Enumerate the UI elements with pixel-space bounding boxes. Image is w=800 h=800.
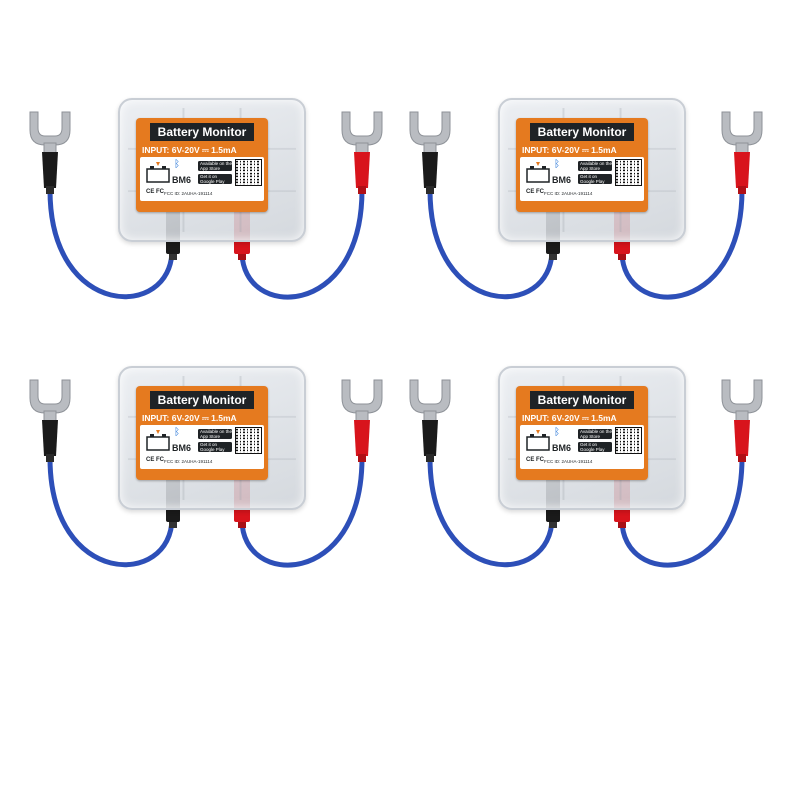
input-spec: INPUT: 6V-20V ⎓ 1.5mA	[142, 413, 237, 423]
battery-monitor-unit: Battery Monitor INPUT: 6V-20V ⎓ 1.5mA ᛒ …	[0, 0, 400, 300]
negative-fork-terminal	[409, 379, 451, 462]
qr-code	[235, 159, 262, 186]
certification-marks: CE FC	[526, 457, 544, 463]
battery-icon	[146, 430, 170, 451]
certification-marks: CE FC	[146, 457, 164, 463]
google-play-badge: Get it on Google Play	[578, 174, 612, 184]
app-store-badge: Available on the App Store	[198, 429, 232, 439]
certification-marks: CE FC	[526, 189, 544, 195]
product-title: Battery Monitor	[150, 123, 254, 141]
model-number: BM6	[172, 443, 192, 453]
google-play-badge: Get it on Google Play	[198, 174, 232, 184]
input-spec: INPUT: 6V-20V ⎓ 1.5mA	[522, 145, 617, 155]
negative-fork-terminal	[29, 379, 71, 462]
product-title: Battery Monitor	[530, 123, 634, 141]
positive-cable	[619, 455, 745, 568]
negative-fork-terminal	[29, 111, 71, 194]
label-info-panel: ᛒ BM6 Available on the App Store Get it …	[140, 425, 264, 469]
model-number: BM6	[172, 175, 192, 185]
bluetooth-icon: ᛒ	[554, 159, 560, 170]
positive-fork-terminal	[721, 111, 763, 194]
battery-monitor-unit: Battery Monitor INPUT: 6V-20V ⎓ 1.5mA ᛒ …	[380, 0, 780, 300]
bluetooth-icon: ᛒ	[554, 427, 560, 438]
qr-code	[235, 427, 262, 454]
input-spec: INPUT: 6V-20V ⎓ 1.5mA	[142, 145, 237, 155]
app-store-badge: Available on the App Store	[578, 161, 612, 171]
cables-and-terminals	[409, 379, 763, 568]
fcc-id: FCC ID: 2AUHA-191114	[164, 459, 213, 464]
app-store-badge: Available on the App Store	[578, 429, 612, 439]
model-number: BM6	[552, 175, 572, 185]
positive-cable	[239, 455, 365, 568]
positive-fork-terminal	[341, 379, 383, 462]
certification-marks: CE FC	[146, 189, 164, 195]
product-title: Battery Monitor	[530, 391, 634, 409]
product-label: Battery Monitor INPUT: 6V-20V ⎓ 1.5mA ᛒ …	[136, 118, 268, 212]
model-number: BM6	[552, 443, 572, 453]
product-label: Battery Monitor INPUT: 6V-20V ⎓ 1.5mA ᛒ …	[516, 118, 648, 212]
product-label: Battery Monitor INPUT: 6V-20V ⎓ 1.5mA ᛒ …	[516, 386, 648, 480]
negative-cable	[47, 187, 175, 300]
battery-monitor-unit: Battery Monitor INPUT: 6V-20V ⎓ 1.5mA ᛒ …	[0, 268, 400, 568]
battery-monitor-unit: Battery Monitor INPUT: 6V-20V ⎓ 1.5mA ᛒ …	[380, 268, 780, 568]
input-spec: INPUT: 6V-20V ⎓ 1.5mA	[522, 413, 617, 423]
app-store-badge: Available on the App Store	[198, 161, 232, 171]
battery-icon	[526, 162, 550, 183]
bluetooth-icon: ᛒ	[174, 159, 180, 170]
google-play-badge: Get it on Google Play	[198, 442, 232, 452]
bluetooth-icon: ᛒ	[174, 427, 180, 438]
positive-fork-terminal	[721, 379, 763, 462]
fcc-id: FCC ID: 2AUHA-191114	[164, 191, 213, 196]
label-info-panel: ᛒ BM6 Available on the App Store Get it …	[140, 157, 264, 201]
qr-code	[615, 427, 642, 454]
fcc-id: FCC ID: 2AUHA-191114	[544, 459, 593, 464]
battery-icon	[526, 430, 550, 451]
battery-icon	[146, 162, 170, 183]
positive-cable	[239, 187, 365, 300]
positive-fork-terminal	[341, 111, 383, 194]
qr-code	[615, 159, 642, 186]
label-info-panel: ᛒ BM6 Available on the App Store Get it …	[520, 157, 644, 201]
negative-cable	[427, 455, 555, 568]
google-play-badge: Get it on Google Play	[578, 442, 612, 452]
negative-fork-terminal	[409, 111, 451, 194]
negative-cable	[427, 187, 555, 300]
product-label: Battery Monitor INPUT: 6V-20V ⎓ 1.5mA ᛒ …	[136, 386, 268, 480]
label-info-panel: ᛒ BM6 Available on the App Store Get it …	[520, 425, 644, 469]
negative-cable	[47, 455, 175, 568]
product-title: Battery Monitor	[150, 391, 254, 409]
fcc-id: FCC ID: 2AUHA-191114	[544, 191, 593, 196]
positive-cable	[619, 187, 745, 300]
